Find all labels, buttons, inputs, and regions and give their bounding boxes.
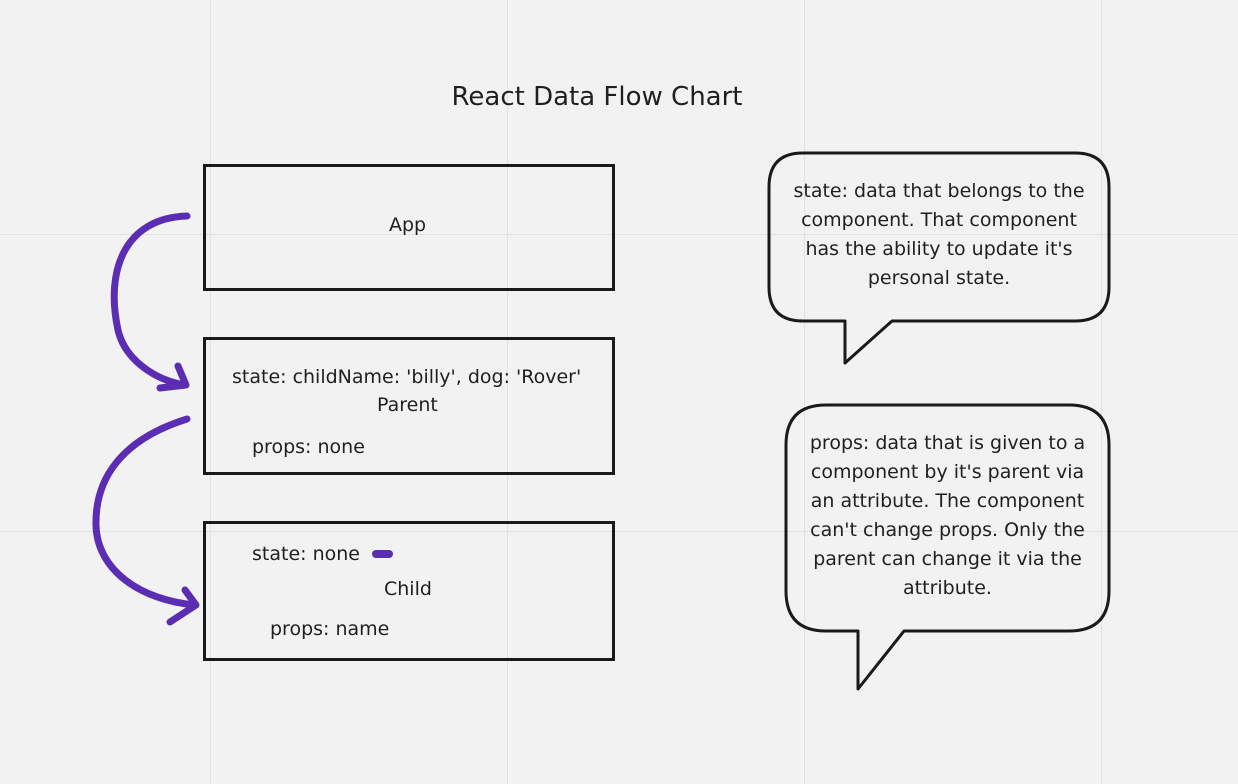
child-box-label: Child	[384, 578, 432, 600]
app-box-label: App	[389, 214, 427, 236]
props-definition-line: attribute.	[903, 577, 992, 599]
props-definition-line: parent can change it via the	[813, 548, 1082, 570]
props-definition-line: an attribute. The component	[810, 490, 1085, 512]
state-definition-line: personal state.	[867, 267, 1011, 289]
state-definition-line: state: data that belongs to the	[793, 180, 1085, 202]
parent-state-text: state: childName: 'billy', dog: 'Rover'	[232, 366, 582, 388]
props-definition-line: can't change props. Only the	[810, 519, 1085, 541]
parent-box-label: Parent	[377, 394, 438, 416]
state-definition-line: component. That component	[801, 209, 1077, 231]
parent-to-child-arrowhead	[166, 586, 200, 626]
child-props-text: props: name	[270, 618, 390, 640]
parent-component-box[interactable]	[203, 337, 615, 475]
state-definition-text: state: data that belongs to the componen…	[780, 177, 1098, 293]
state-definition-line: has the ability to update it's	[805, 238, 1073, 260]
props-definition-text: props: data that is given to a component…	[792, 429, 1103, 603]
app-to-parent-arrowhead	[156, 362, 190, 392]
chart-title: React Data Flow Chart	[451, 82, 743, 112]
app-to-parent-arrow-curve	[110, 212, 191, 389]
parent-to-child-arrow[interactable]	[92, 415, 200, 626]
parent-props-text: props: none	[252, 436, 365, 458]
app-component-box[interactable]	[203, 164, 615, 291]
child-component-box[interactable]	[203, 521, 615, 661]
props-definition-line: props: data that is given to a	[809, 432, 1086, 454]
child-state-text: state: none	[252, 543, 360, 565]
app-to-parent-arrow[interactable]	[110, 212, 191, 392]
parent-to-child-arrow-curve	[92, 415, 199, 609]
props-definition-line: component by it's parent via	[810, 461, 1085, 483]
